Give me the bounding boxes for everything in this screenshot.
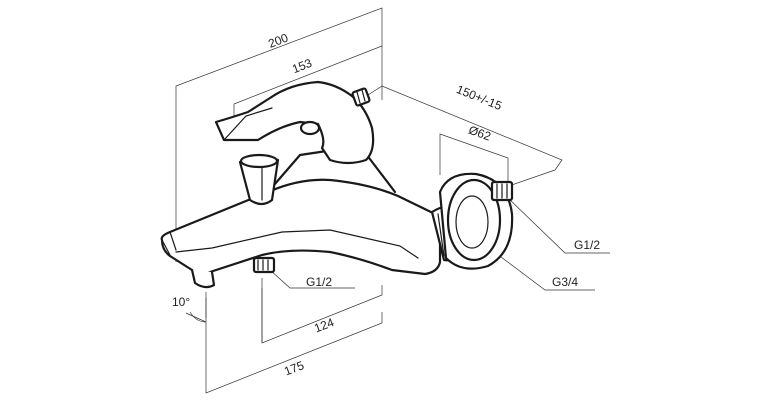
label-inlet-thread: G1/2 — [574, 238, 600, 252]
dim-153-line — [233, 45, 383, 110]
label-overall-width: 200 — [266, 30, 290, 50]
dim-150-line — [367, 85, 563, 171]
label-spout-angle: 10° — [172, 295, 190, 309]
mixer-body — [160, 80, 514, 289]
bottom-thread-connector — [252, 256, 276, 274]
label-body-width: 153 — [290, 56, 314, 76]
label-outlet-spacing: 124 — [312, 315, 336, 335]
flange-front — [446, 178, 502, 262]
label-connection-thread: G3/4 — [552, 275, 578, 289]
spout-tip — [161, 231, 177, 256]
flange-inner — [455, 195, 489, 249]
dim-175-line — [205, 292, 383, 394]
label-outlet-thread: G1/2 — [306, 275, 332, 289]
label-flange-diameter: Ø62 — [467, 123, 493, 144]
spout-outlet — [190, 268, 216, 289]
spout-underside — [175, 229, 419, 259]
rear-thread-connector — [351, 87, 371, 107]
label-centers: 150+/-15 — [454, 82, 504, 113]
dimension-lines — [175, 7, 610, 394]
rear-thread-body — [351, 87, 371, 107]
dim-10deg-arc — [189, 298, 207, 323]
rear-thread-mark-2 — [361, 89, 366, 102]
lever-hole — [299, 120, 321, 136]
wall-thread-connector — [490, 180, 514, 202]
leader-g12-bottom — [269, 269, 355, 289]
label-outlet-length: 175 — [282, 358, 306, 378]
spout-body — [160, 178, 443, 276]
diverter-knob-top — [239, 153, 279, 169]
rear-thread-mark-1 — [356, 91, 361, 104]
leader-g12-right — [507, 197, 610, 254]
dim-200-line — [175, 7, 383, 93]
dim-62-line — [439, 133, 509, 186]
dim-10deg-line — [185, 312, 207, 323]
bottom-thread-body — [252, 256, 276, 274]
lever-top-line — [223, 107, 273, 141]
